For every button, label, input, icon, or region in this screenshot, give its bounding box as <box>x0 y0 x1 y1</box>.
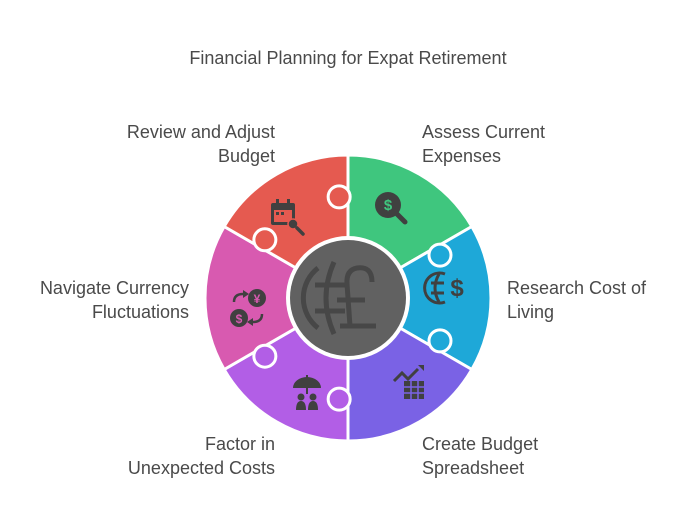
globe-dollar-icon: $ <box>423 271 464 305</box>
label-create-budget-spreadsheet: Create Budget Spreadsheet <box>422 432 642 480</box>
money-search-icon: $ <box>375 192 408 225</box>
label-navigate-currency-fluctuations: Navigate Currency Fluctuations <box>0 276 189 324</box>
globe-pound-icon <box>300 260 376 336</box>
label-review-adjust-budget: Review and Adjust Budget <box>55 120 275 168</box>
svg-text:¥: ¥ <box>254 292 261 306</box>
label-line: Unexpected Costs <box>127 458 275 478</box>
label-assess-current-expenses: Assess Current Expenses <box>422 120 642 168</box>
label-line: Navigate Currency <box>39 278 189 298</box>
label-line: Factor in <box>204 434 275 454</box>
umbrella-people-icon <box>293 375 321 410</box>
svg-text:$: $ <box>236 312 243 326</box>
puzzle-knob <box>427 242 453 268</box>
currency-exchange-icon: ¥ $ <box>230 289 266 327</box>
svg-text:$: $ <box>450 275 464 302</box>
label-line: Assess Current <box>422 122 546 142</box>
label-line: Spreadsheet <box>422 458 525 478</box>
puzzle-knob <box>326 184 352 210</box>
puzzle-knob <box>252 227 278 253</box>
calendar-search-icon <box>271 199 305 236</box>
label-factor-unexpected-costs: Factor in Unexpected Costs <box>55 432 275 480</box>
label-line: Fluctuations <box>91 302 189 322</box>
puzzle-knob <box>427 328 453 354</box>
center-hub <box>286 236 410 360</box>
puzzle-knob <box>326 386 352 412</box>
label-line: Research Cost of <box>507 278 647 298</box>
chart-table-icon <box>392 365 424 399</box>
label-line: Review and Adjust <box>126 122 275 142</box>
svg-text:$: $ <box>384 197 393 214</box>
label-line: Living <box>507 302 555 322</box>
diagram-title: Financial Planning for Expat Retirement <box>189 48 507 68</box>
label-research-cost-of-living: Research Cost of Living <box>507 276 692 324</box>
label-line: Create Budget <box>422 434 539 454</box>
puzzle-knob <box>252 343 278 369</box>
label-line: Budget <box>217 146 275 166</box>
label-line: Expenses <box>422 146 502 166</box>
